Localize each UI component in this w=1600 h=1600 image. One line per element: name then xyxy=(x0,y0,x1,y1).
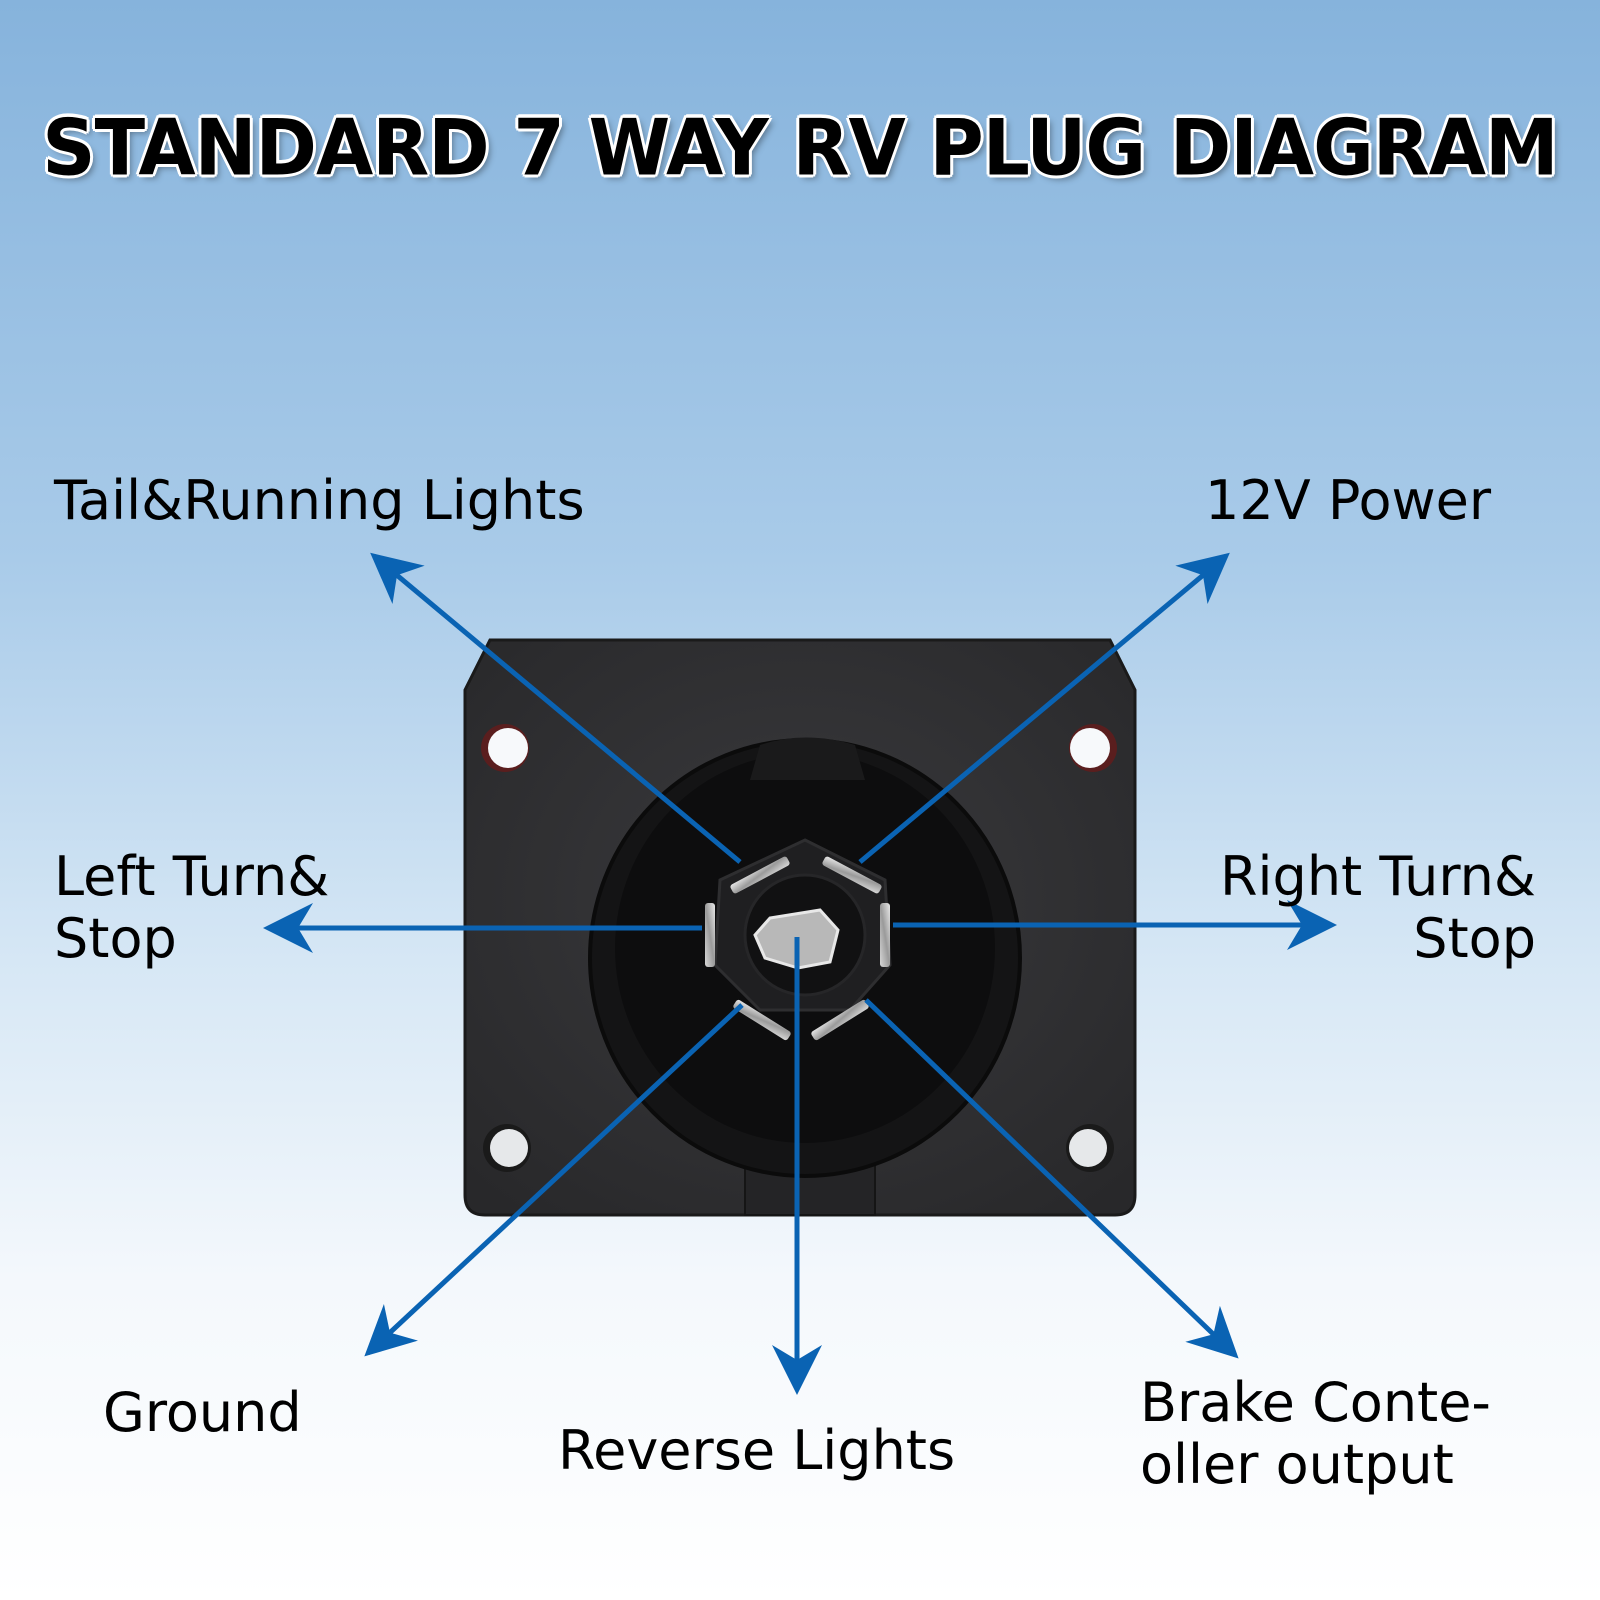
pin-12v-power xyxy=(822,856,882,894)
pin-brake xyxy=(811,999,869,1041)
label-ground: Ground xyxy=(103,1381,302,1444)
pin-tail-running xyxy=(730,856,790,894)
arrow-tail-running xyxy=(370,552,742,864)
pin-left-turn xyxy=(705,903,715,967)
diagram-title: STANDARD 7 WAY RV PLUG DIAGRAM xyxy=(42,102,1558,194)
label-left-turn: Left Turn& Stop xyxy=(54,845,330,970)
arrow-ground xyxy=(364,1003,744,1357)
pin-right-turn xyxy=(880,903,890,967)
label-reverse: Reverse Lights xyxy=(558,1419,956,1482)
arrow-brake xyxy=(864,998,1239,1359)
label-right-turn: Right Turn& Stop xyxy=(1220,845,1536,970)
pin-ground xyxy=(733,999,791,1041)
label-12v-power: 12V Power xyxy=(1205,469,1492,532)
arrow-12v-power xyxy=(858,552,1230,864)
label-brake: Brake Conte- oller output xyxy=(1140,1371,1491,1496)
label-tail-running: Tail&Running Lights xyxy=(54,469,585,532)
